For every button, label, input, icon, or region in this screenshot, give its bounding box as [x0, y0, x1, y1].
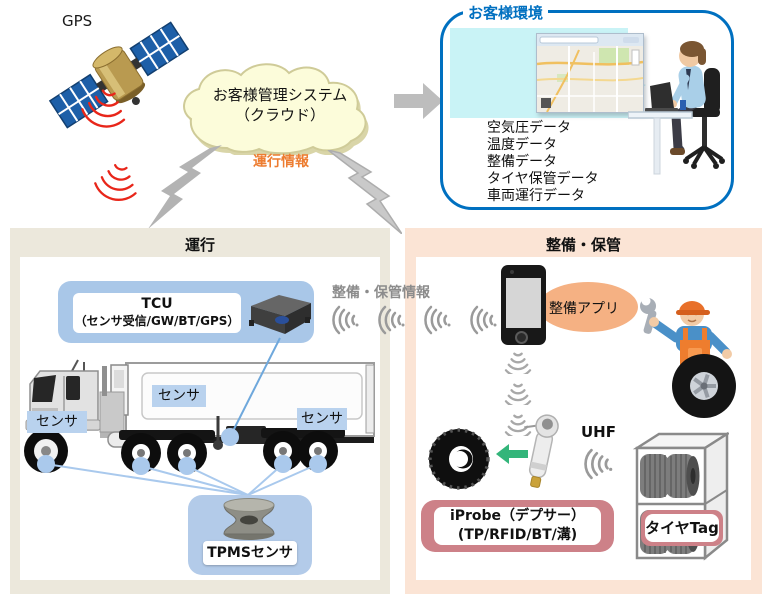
- operation-section-title: 運行: [184, 236, 215, 254]
- list-item: タイヤ保管データ: [487, 171, 599, 187]
- gps-label: GPS: [62, 12, 93, 30]
- maintenance-app-ellipse: [538, 282, 638, 332]
- tire-rack-icon: [633, 431, 729, 561]
- tcu-label-card: TCU （センサ受信/GW/BT/GPS）: [73, 293, 241, 333]
- office-worker-illustration: [628, 41, 725, 175]
- mechanic-illustration: [640, 296, 736, 418]
- wifi-left-icon: [332, 305, 359, 335]
- cloud-system-line1: お客様管理システム: [212, 86, 348, 104]
- arrow-right-icon: [394, 83, 443, 119]
- tire-tag-label: タイヤTag: [645, 514, 719, 542]
- customer-environment-title: お客様環境: [463, 2, 549, 23]
- iprobe-label-line1: iProbe（デプサー）: [449, 508, 586, 524]
- sensor-tag-trailer: センサ: [152, 385, 206, 407]
- tcu-label-line1: TCU: [141, 296, 173, 312]
- wifi-down-icon: [504, 383, 532, 405]
- list-item: 車両運行データ: [487, 188, 585, 204]
- maintenance-section-title: 整備・保管: [545, 236, 621, 254]
- sensor-lines-overlay: [37, 337, 327, 496]
- iprobe-device-icon: [524, 414, 559, 488]
- map-screenshot: [536, 33, 644, 113]
- wifi-left-icon: [470, 305, 497, 335]
- radio-waves-icon: [81, 89, 126, 128]
- uhf-label: UHF: [581, 423, 616, 441]
- tire-tag-box: タイヤTag: [641, 510, 723, 546]
- lightning-bolt-right-icon: [327, 150, 402, 234]
- cloud-system-label: お客様管理システム （クラウド）: [195, 85, 365, 125]
- smartphone-icon: [501, 265, 546, 345]
- list-item: 温度データ: [487, 137, 557, 153]
- cloud-system-line2: （クラウド）: [234, 106, 325, 124]
- wifi-left-icon: [424, 305, 451, 335]
- sensor-tag-rear: センサ: [297, 408, 347, 430]
- wifi-left-icon: [584, 448, 613, 480]
- wifi-down-icon: [504, 414, 532, 436]
- wifi-down-icon: [504, 352, 532, 374]
- tpms-label: TPMSセンサ: [203, 541, 297, 565]
- green-arrow-left-icon: [496, 444, 528, 464]
- tcu-label-line2: （センサ受信/GW/BT/GPS）: [74, 314, 240, 328]
- sensor-tag-cab: センサ: [27, 411, 87, 433]
- iprobe-box: iProbe（デプサー） (TP/RFID/BT/溝): [421, 500, 614, 552]
- list-item: 空気圧データ: [487, 120, 571, 136]
- gps-satellite-icon: [48, 21, 190, 129]
- wifi-left-icon: [378, 305, 405, 335]
- data-type-list: 空気圧データ 温度データ 整備データ タイヤ保管データ 車両運行データ: [487, 120, 599, 205]
- lightning-bolt-left-icon: [148, 145, 222, 229]
- radio-waves-icon: [94, 164, 137, 201]
- tcu-device-icon: [249, 295, 311, 334]
- operation-info-label: 運行情報: [253, 154, 309, 170]
- list-item: 整備データ: [487, 154, 557, 170]
- tire-icon: [428, 428, 490, 490]
- maintenance-app-label: 整備アプリ: [549, 301, 619, 317]
- tpms-sensor-icon: [223, 498, 275, 540]
- cloud-shape: [183, 63, 369, 155]
- iprobe-label-card: iProbe（デプサー） (TP/RFID/BT/溝): [434, 507, 601, 545]
- maintenance-storage-info-label: 整備・保管情報: [332, 285, 430, 301]
- iprobe-label-line2: (TP/RFID/BT/溝): [457, 527, 578, 543]
